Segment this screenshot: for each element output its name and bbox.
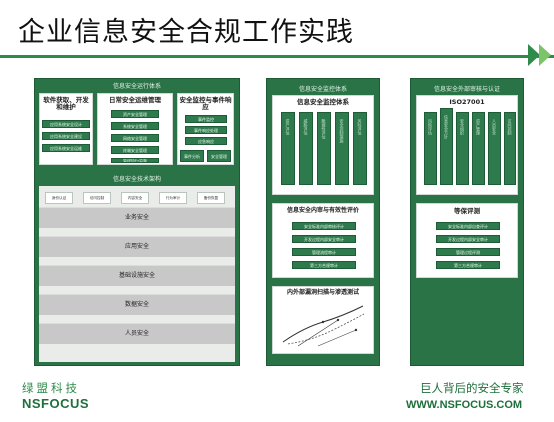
monitor-col-3: 脆弱性评估 — [317, 112, 331, 185]
tab-backup[interactable]: 备份恢复 — [197, 192, 225, 204]
monitor-col-1-label: 资产评估 — [285, 119, 291, 135]
title-underline — [0, 55, 554, 58]
tab-content[interactable]: 内容安全 — [121, 192, 149, 204]
ops-item-2[interactable]: 系统安全管理 — [111, 122, 159, 130]
tab-identity[interactable]: 身份认证 — [45, 192, 73, 204]
section-software — [39, 93, 93, 165]
monitor-col-5: 风险评估 — [353, 112, 367, 185]
software-item-1[interactable]: 应用系统安全设计 — [42, 120, 90, 128]
classified-item-3[interactable]: 管理过程评测 — [436, 248, 500, 256]
classified-box-title: 等保评测 — [454, 207, 480, 215]
layer-personnel: 人员安全 — [39, 323, 235, 344]
scan-box — [272, 286, 374, 354]
brand-logo: NSFOCUS — [22, 396, 90, 411]
iso-col-5-label: 人员安全 — [492, 119, 497, 135]
monitor-col-1: 资产评估 — [281, 112, 295, 185]
audit-item-4[interactable]: 第三方合规审计 — [292, 261, 356, 269]
software-item-3[interactable]: 应用系统安全运维 — [42, 144, 90, 152]
tab-audit[interactable]: 行为审计 — [159, 192, 187, 204]
monitor-col-3-label: 脆弱性评估 — [321, 119, 327, 139]
iso-col-1: 风险评估 — [424, 112, 437, 185]
monitor-item-1[interactable]: 事件监控 — [185, 115, 227, 123]
iso-col-6: 访问控制 — [504, 112, 516, 185]
scan-diagram — [282, 305, 365, 347]
ops-item-4[interactable]: 终端安全管理 — [111, 146, 159, 154]
tab-access[interactable]: 访问控制 — [83, 192, 111, 204]
brand-chinese: 绿盟科技 — [22, 381, 80, 395]
section-software-title: 软件获取、开发和维护 — [43, 96, 89, 112]
scan-box-title: 内外部漏洞扫描与渗透测试 — [286, 289, 359, 296]
section-monitor-title: 安全监控与事件响应 — [179, 96, 232, 112]
iso-col-4: 资产管理 — [472, 112, 485, 185]
monitor-system-title: 信息安全监控体系 — [297, 98, 349, 106]
left-panel-title: 信息安全运行体系 — [112, 83, 161, 90]
monitor-col-2-label: 威胁评估 — [303, 119, 309, 135]
ops-item-5[interactable]: 管理执行监督 — [111, 158, 159, 163]
layer-application: 应用安全 — [39, 236, 235, 257]
website-link[interactable]: WWW.NSFOCUS.COM — [406, 399, 523, 411]
iso-col-4-label: 资产管理 — [476, 119, 481, 135]
classified-item-2[interactable]: 开发过程内部安全审计 — [436, 235, 500, 243]
iso-col-2: 信息安全方针 — [440, 108, 453, 185]
audit-item-3[interactable]: 管理流程审计 — [292, 248, 356, 256]
monitor-col-4: 安全控制措施 — [335, 112, 349, 185]
monitor-item-4[interactable]: 事件分析 — [180, 150, 204, 162]
software-item-2[interactable]: 应用系统安全建设 — [42, 132, 90, 140]
right-panel-title: 信息安全外部审核与认证 — [433, 86, 500, 93]
monitor-col-4-label: 安全控制措施 — [339, 119, 345, 143]
classified-item-1[interactable]: 安全标准内部自查评计 — [436, 222, 500, 230]
monitor-col-5-label: 风险评估 — [357, 119, 363, 135]
ops-item-1[interactable]: 资产安全管理 — [111, 110, 159, 118]
monitor-item-5[interactable]: 安全管理 — [207, 150, 231, 162]
slogan: 巨人背后的安全专家 — [420, 381, 524, 395]
monitor-col-2: 威胁评估 — [299, 112, 313, 185]
middle-panel-title: 信息安全监控体系 — [298, 86, 347, 93]
tech-title: 信息安全技术架构 — [112, 176, 161, 183]
iso-col-6-label: 访问控制 — [507, 119, 513, 135]
audit-box-title: 信息安全内审与有效性评价 — [286, 207, 359, 214]
section-ops-title: 日常安全运维管理 — [109, 96, 161, 104]
monitor-item-3[interactable]: 应急响应 — [185, 137, 227, 145]
iso-col-1-label: 风险评估 — [428, 119, 433, 135]
layer-business: 业务安全 — [39, 207, 235, 228]
chevron-right-light-icon — [539, 44, 551, 66]
iso-col-5: 人员安全 — [488, 112, 501, 185]
monitor-item-2[interactable]: 事件响应处理 — [185, 126, 227, 134]
iso-col-2-label: 信息安全方针 — [444, 115, 449, 139]
chevron-right-icon — [528, 44, 540, 66]
iso-col-3-label: 安全组织 — [460, 119, 465, 135]
audit-item-1[interactable]: 安全标准内部审核评计 — [292, 222, 356, 230]
iso-box-title: ISO27001 — [449, 98, 485, 106]
layer-infrastructure: 基础设施安全 — [39, 265, 235, 286]
iso-col-3: 安全组织 — [456, 112, 469, 185]
classified-item-4[interactable]: 第三方合规审计 — [436, 261, 500, 269]
layer-data: 数据安全 — [39, 294, 235, 315]
ops-item-3[interactable]: 网络安全管理 — [111, 134, 159, 142]
page-title: 企业信息安全合规工作实践 — [18, 17, 354, 48]
audit-item-2[interactable]: 开发过程内部安全审计 — [292, 235, 356, 243]
